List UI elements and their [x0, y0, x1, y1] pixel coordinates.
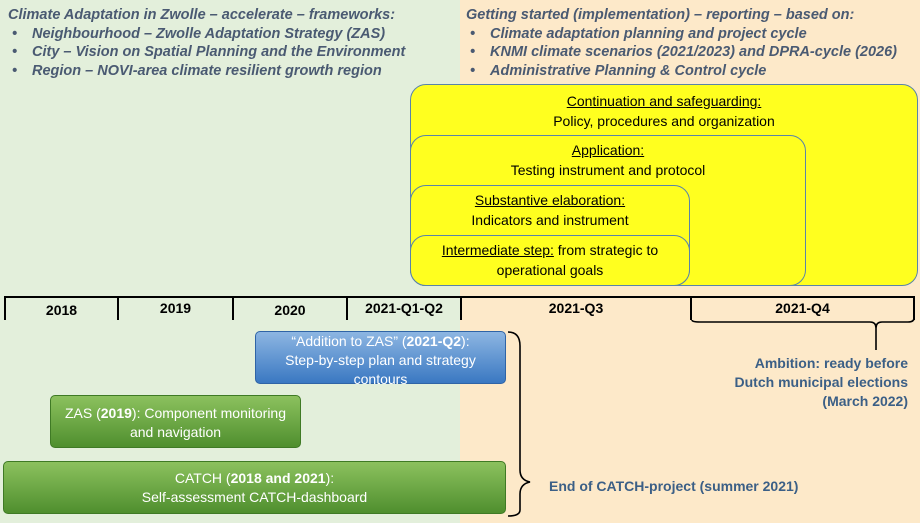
project-text: CATCH (: [174, 470, 231, 486]
period-label: 2020: [274, 302, 306, 318]
period-label: 2019: [159, 300, 192, 316]
timeline-tick: [346, 296, 348, 320]
zas-box: ZAS (2019): Component monitoring and nav…: [50, 395, 301, 448]
implementation-title: Getting started (implementation) – repor…: [466, 7, 855, 23]
project-text: ): Component monitoring: [131, 405, 286, 421]
stage-text: Indicators and instrument: [471, 212, 629, 228]
implementation-item: KNMI climate scenarios (2021/2023) and D…: [466, 43, 897, 62]
project-text: contours: [353, 371, 408, 387]
implementation-header: Getting started (implementation) – repor…: [466, 6, 897, 80]
timeline-tick: [913, 296, 915, 320]
stage-heading: Application:: [571, 142, 645, 158]
timeline-tick: [690, 296, 692, 320]
project-date: 2019: [100, 405, 132, 421]
project-text: ):: [325, 470, 335, 486]
ambition-text: (March 2022): [822, 393, 908, 409]
period-label: 2018: [45, 302, 78, 318]
stage-intermediate: Intermediate step: from strategic to ope…: [410, 235, 690, 286]
implementation-item: Climate adaptation planning and project …: [466, 25, 897, 44]
period-label: 2021-Q3: [548, 300, 604, 316]
stage-heading: Intermediate step:: [441, 242, 554, 258]
project-date: 2018 and 2021: [230, 470, 326, 486]
timeline-tick: [4, 296, 6, 320]
stage-text: Policy, procedures and organization: [553, 113, 775, 129]
ambition-note: Ambition: ready before Dutch municipal e…: [700, 354, 908, 411]
ambition-text: Dutch municipal elections: [734, 374, 908, 390]
frameworks-header: Climate Adaptation in Zwolle – accelerat…: [8, 6, 405, 80]
stage-text: from strategic to: [557, 242, 659, 258]
framework-item: City – Vision on Spatial Planning and th…: [8, 43, 405, 62]
stage-heading: Continuation and safeguarding:: [566, 93, 762, 109]
ambition-text: Ambition: ready before: [754, 355, 908, 371]
project-text: “Addition to ZAS” (: [291, 333, 407, 349]
stage-text: operational goals: [496, 262, 604, 278]
project-text: Self-assessment CATCH-dashboard: [141, 489, 368, 505]
project-date: 2021-Q2: [406, 333, 462, 349]
stage-heading: Substantive elaboration:: [474, 192, 626, 208]
timeline-tick: [117, 296, 119, 320]
framework-item: Region – NOVI-area climate resilient gro…: [8, 62, 405, 81]
project-text: Step-by-step plan and strategy: [285, 352, 476, 368]
end-catch-note: End of CATCH-project (summer 2021): [549, 478, 799, 494]
stage-text: Testing instrument and protocol: [510, 162, 706, 178]
timeline-tick: [460, 296, 462, 320]
implementation-item: Administrative Planning & Control cycle: [466, 62, 897, 81]
project-text: and navigation: [129, 424, 222, 440]
project-text: ):: [461, 333, 470, 349]
catch-box: CATCH (2018 and 2021): Self-assessment C…: [3, 461, 506, 514]
timeline-tick: [232, 296, 234, 320]
addition-zas-box: “Addition to ZAS” (2021-Q2): Step-by-ste…: [255, 331, 506, 387]
period-label: 2021-Q1-Q2: [365, 300, 443, 316]
frameworks-title: Climate Adaptation in Zwolle – accelerat…: [8, 7, 396, 23]
period-label: 2021-Q4: [775, 300, 830, 316]
framework-item: Neighbourhood – Zwolle Adaptation Strate…: [8, 25, 405, 44]
project-text: ZAS (: [64, 405, 101, 421]
